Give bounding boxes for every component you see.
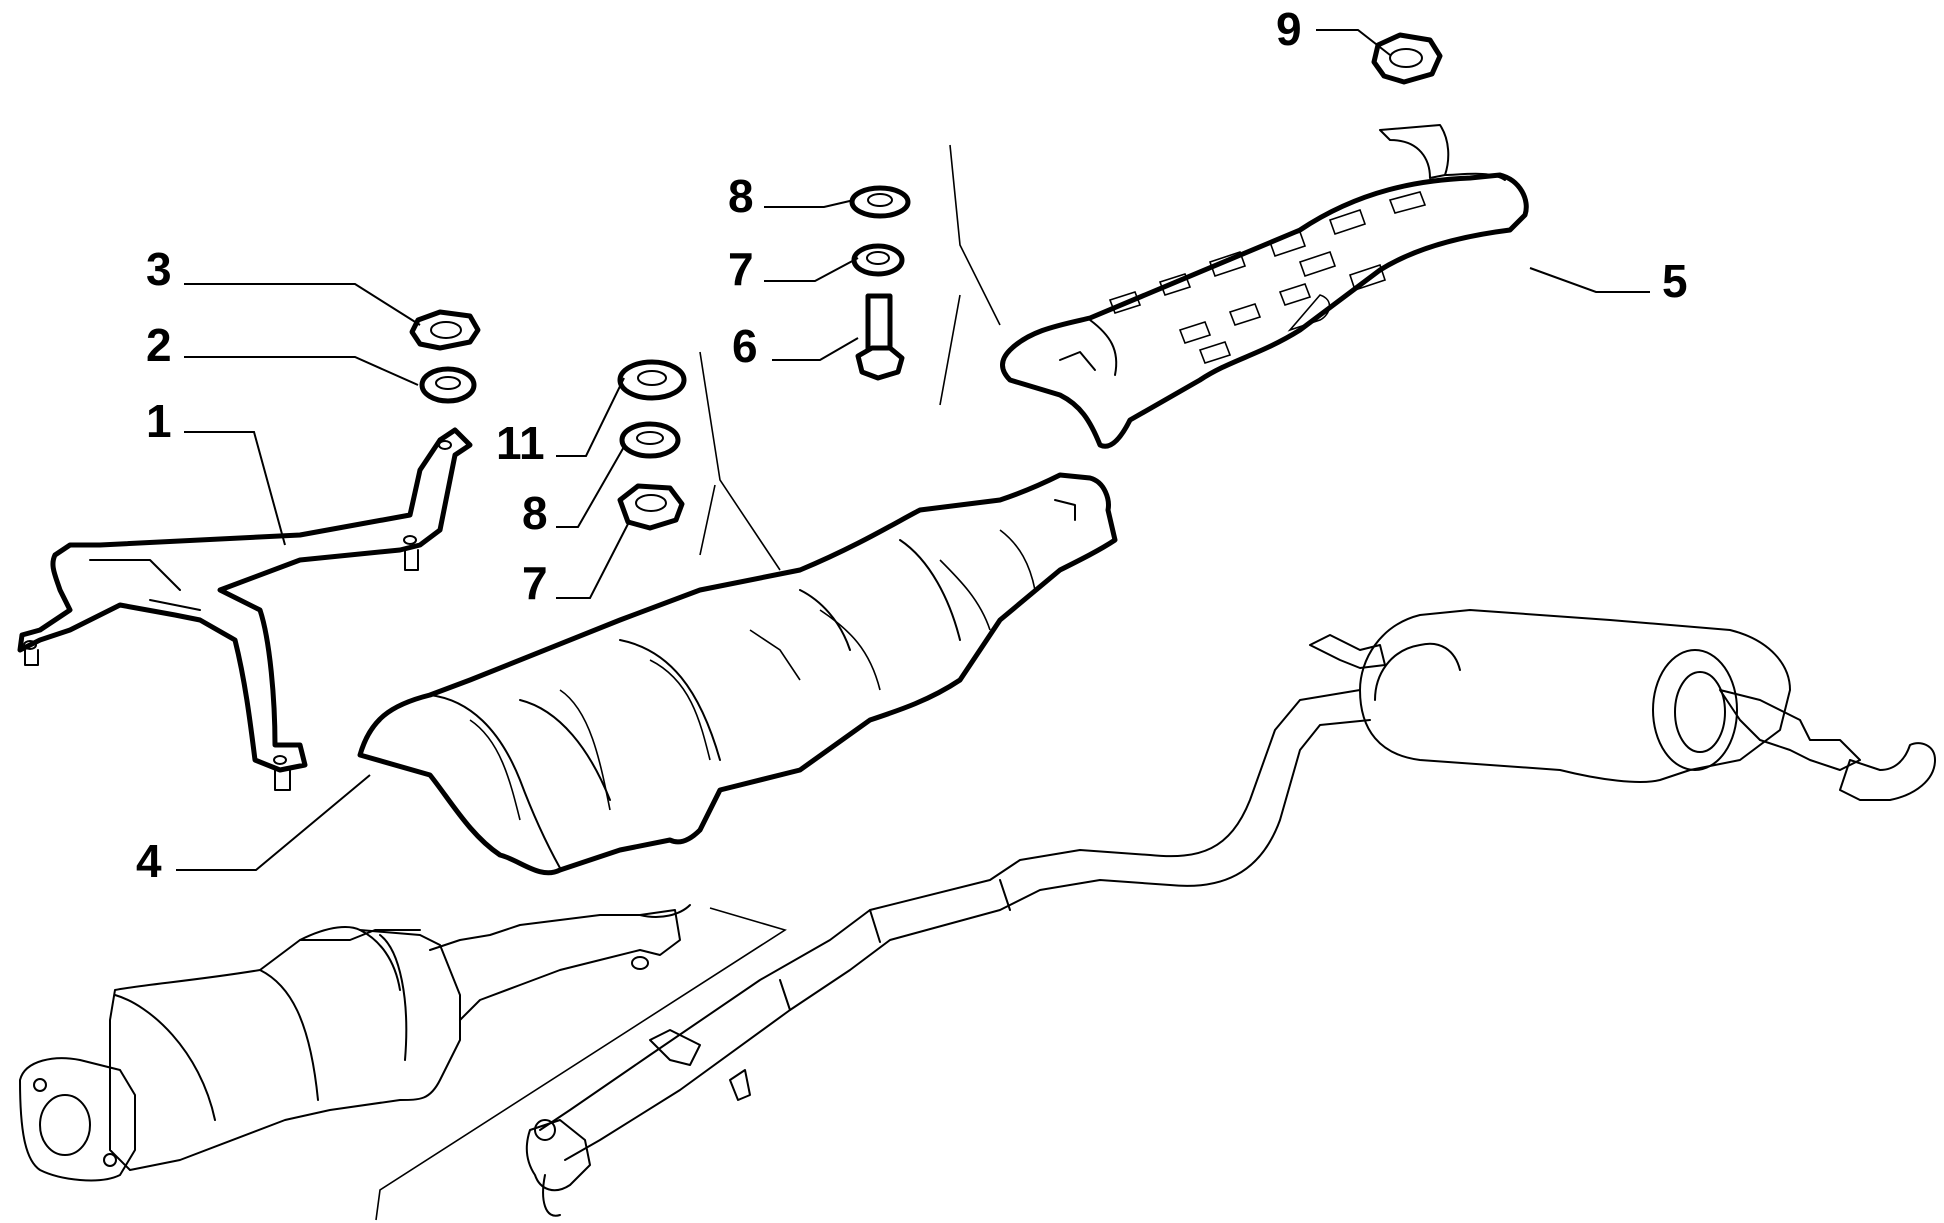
callout-1: 1 <box>146 395 172 447</box>
callout-2: 2 <box>146 319 172 371</box>
callout-5: 5 <box>1662 255 1688 307</box>
leader-lines <box>176 29 1650 871</box>
callout-7-lower: 7 <box>522 557 548 609</box>
bolt-6 <box>855 293 905 381</box>
rear-silencer <box>1309 609 1936 801</box>
callout-3: 3 <box>146 243 172 295</box>
support-bracket <box>17 427 473 791</box>
washer-8-upper <box>849 185 911 219</box>
nut-9 <box>1371 32 1443 85</box>
nut-3 <box>409 309 481 351</box>
callout-7-upper: 7 <box>728 243 754 295</box>
washer-2 <box>419 366 477 404</box>
nut-7-lower <box>617 483 685 531</box>
callout-9: 9 <box>1276 3 1302 55</box>
callout-8-lower: 8 <box>522 487 548 539</box>
callout-6: 6 <box>732 320 758 372</box>
washer-11 <box>617 359 687 401</box>
callout-11: 11 <box>496 417 545 469</box>
spring-washer-7-upper <box>851 243 905 277</box>
spring-washer-8-lower <box>619 421 681 459</box>
front-heat-shield <box>357 472 1118 876</box>
centre-pipe <box>525 689 1371 1217</box>
rear-heat-shield <box>1000 124 1529 449</box>
callout-8-upper: 8 <box>728 170 754 222</box>
catalytic-converter <box>19 904 691 1182</box>
callout-4: 4 <box>136 835 162 887</box>
